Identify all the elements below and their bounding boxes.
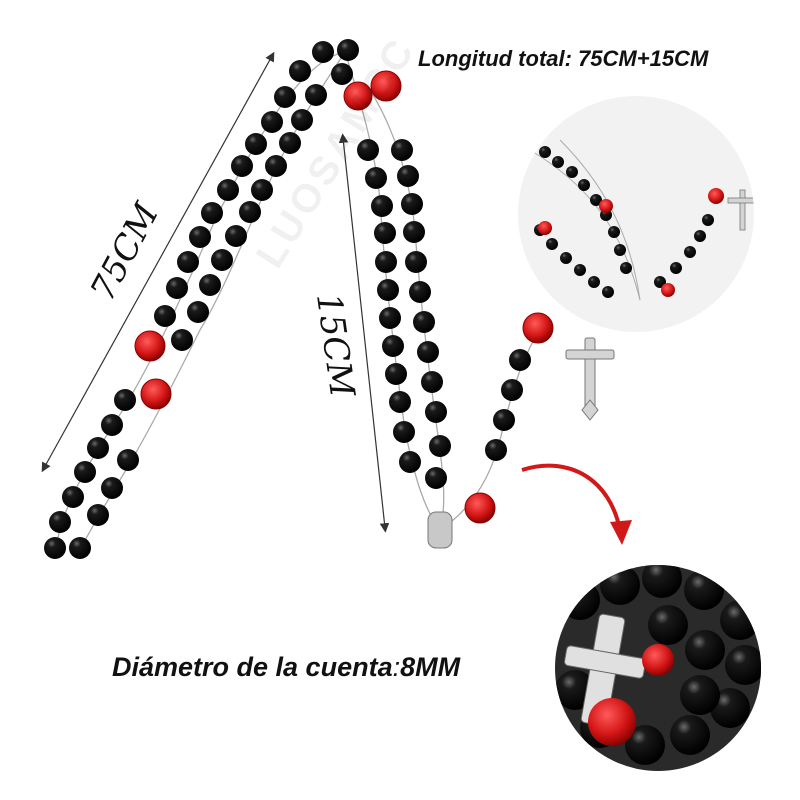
inset-detail-bottom [555, 565, 761, 771]
bead-diameter-label: Diámetro de la cuenta:8MM [112, 652, 460, 683]
dimension-line-75 [41, 51, 275, 473]
red-roses [134, 70, 554, 524]
crucifix [565, 337, 615, 421]
black-beads [44, 39, 531, 559]
red-pointer-arrow [521, 463, 622, 531]
dimension-line-15 [338, 133, 390, 533]
centerpiece [427, 511, 453, 549]
bead-diameter-separator: : [392, 652, 401, 682]
bead-diameter-value: 8MM [400, 652, 461, 682]
bead-diameter-text: Diámetro de la cuenta [112, 652, 393, 682]
inset-detail-top [518, 96, 754, 332]
total-length-label: Longitud total: 75CM+15CM [418, 46, 709, 71]
